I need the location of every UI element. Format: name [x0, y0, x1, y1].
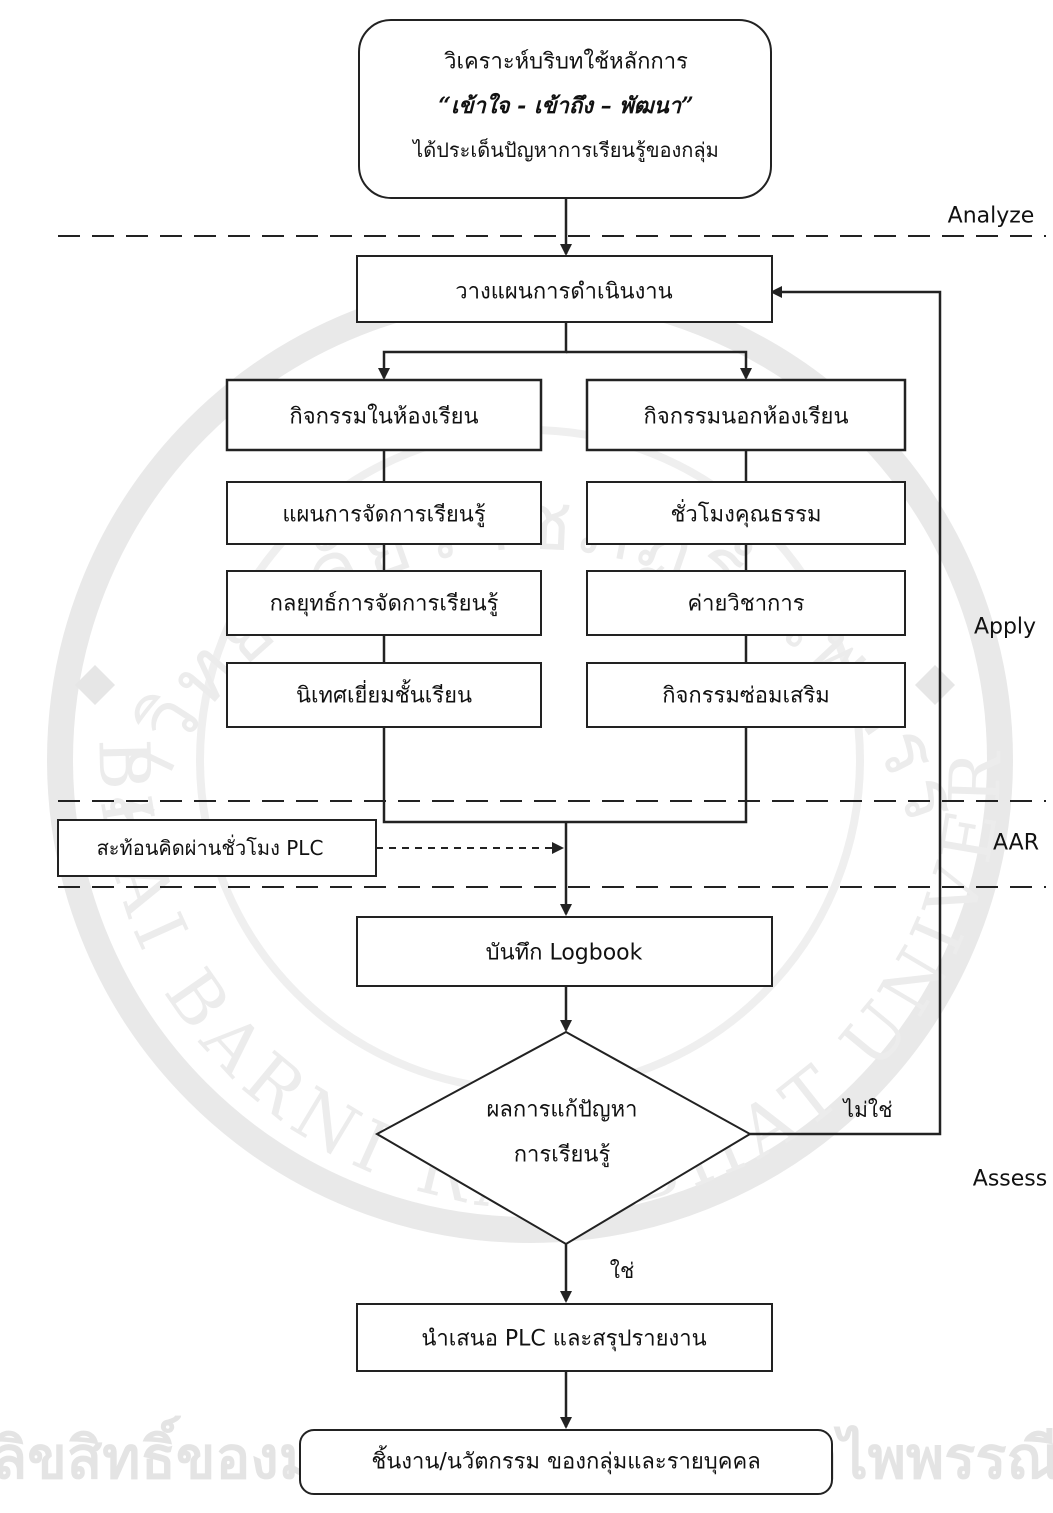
node-context-shape [358, 19, 772, 199]
node-decision-shape [374, 1030, 753, 1246]
node-in-class: กิจกรรมในห้องเรียน [225, 378, 543, 452]
node-strategy-label: กลยุทธ์การจัดการเรียนรู้ [270, 592, 499, 617]
node-context: วิเคราะห์บริบทใช้หลักการ “เข้าใจ - เข้าถ… [358, 19, 772, 199]
node-plan: วางแผนการดำเนินงาน [356, 255, 773, 323]
watermark-ornament-left-icon [75, 665, 115, 705]
node-supervision: นิเทศเยี่ยมชั้นเรียน [226, 662, 542, 728]
phase-label-assess: Assess [973, 1167, 1047, 1192]
node-supervision-shape [226, 662, 542, 728]
node-moral-hour: ชั่วโมงคุณธรรม [586, 481, 906, 545]
phase-label-apply: Apply [974, 615, 1036, 640]
node-present: นำเสนอ PLC และสรุปรายงาน [356, 1303, 773, 1372]
node-supervision-label: นิเทศเยี่ยมชั้นเรียน [296, 680, 472, 709]
node-moral-hour-label: ชั่วโมงคุณธรรม [670, 499, 821, 528]
node-present-label: นำเสนอ PLC และสรุปรายงาน [421, 1327, 706, 1352]
node-moral-hour-shape [586, 481, 906, 545]
node-lesson-plan-shape [226, 481, 542, 545]
node-decision-line1: ผลการแก้ปัญหา [487, 1098, 638, 1123]
edge-label-no: ไม่ใช่ [842, 1098, 893, 1122]
node-outcome-label: ชิ้นงาน/นวัตกรรม ของกลุ่มและรายบุคคล [371, 1446, 760, 1475]
node-lesson-plan: แผนการจัดการเรียนรู้ [226, 481, 542, 545]
edge-in-class-merge [382, 727, 566, 824]
node-decision-line2: การเรียนรู้ [514, 1143, 611, 1168]
node-reflection: สะท้อนคิดผ่านชั่วโมง PLC [57, 819, 377, 877]
node-plan-shape [356, 255, 773, 323]
node-outcome-shape [299, 1429, 833, 1495]
node-remedial-label: กิจกรรมซ่อมเสริม [662, 684, 830, 709]
edge-plan-to-in-class [378, 322, 568, 380]
node-context-line1: วิเคราะห์บริบทใช้หลักการ [443, 49, 688, 75]
node-context-line2: “เข้าใจ - เข้าถึง – พัฒนา” [438, 92, 693, 119]
node-logbook-shape [356, 916, 773, 987]
node-logbook: บันทึก Logbook [356, 916, 773, 987]
node-out-class: กิจกรรมนอกห้องเรียน [585, 378, 907, 452]
node-in-class-label: กิจกรรมในห้องเรียน [289, 404, 478, 430]
node-strategy-shape [226, 570, 542, 636]
node-lesson-plan-label: แผนการจัดการเรียนรู้ [282, 503, 486, 528]
node-present-shape [356, 1303, 773, 1372]
node-reflection-label: สะท้อนคิดผ่านชั่วโมง PLC [97, 834, 324, 860]
edges [376, 198, 942, 1429]
node-in-class-shape [225, 378, 543, 452]
node-strategy: กลยุทธ์การจัดการเรียนรู้ [226, 570, 542, 636]
node-out-class-label: กิจกรรมนอกห้องเรียน [644, 405, 849, 430]
node-context-line3: ได้ประเด็นปัญหาการเรียนรู้ของกลุ่ม [411, 137, 719, 163]
node-remedial: กิจกรรมซ่อมเสริม [586, 662, 906, 728]
node-reflection-shape [57, 819, 377, 877]
phase-label-analyze: Analyze [948, 204, 1035, 229]
watermark-ornament-right-icon [915, 665, 955, 705]
node-outcome: ชิ้นงาน/นวัตกรรม ของกลุ่มและรายบุคคล [299, 1429, 833, 1495]
node-academic-camp-shape [586, 570, 906, 636]
edge-decision-no-to-plan [750, 286, 942, 1136]
node-academic-camp: ค่ายวิชาการ [586, 570, 906, 636]
node-out-class-shape [585, 378, 907, 452]
edge-label-yes: ใช่ [610, 1259, 635, 1283]
edge-plan-to-out-class [566, 350, 752, 380]
node-plan-label: วางแผนการดำเนินงาน [455, 280, 672, 305]
node-logbook-label: บันทึก Logbook [486, 941, 643, 966]
node-remedial-shape [586, 662, 906, 728]
phase-label-aar: AAR [993, 831, 1039, 856]
node-decision: ผลการแก้ปัญหา การเรียนรู้ [374, 1030, 753, 1246]
edge-out-class-merge [566, 727, 748, 824]
node-academic-camp-label: ค่ายวิชาการ [687, 592, 804, 617]
